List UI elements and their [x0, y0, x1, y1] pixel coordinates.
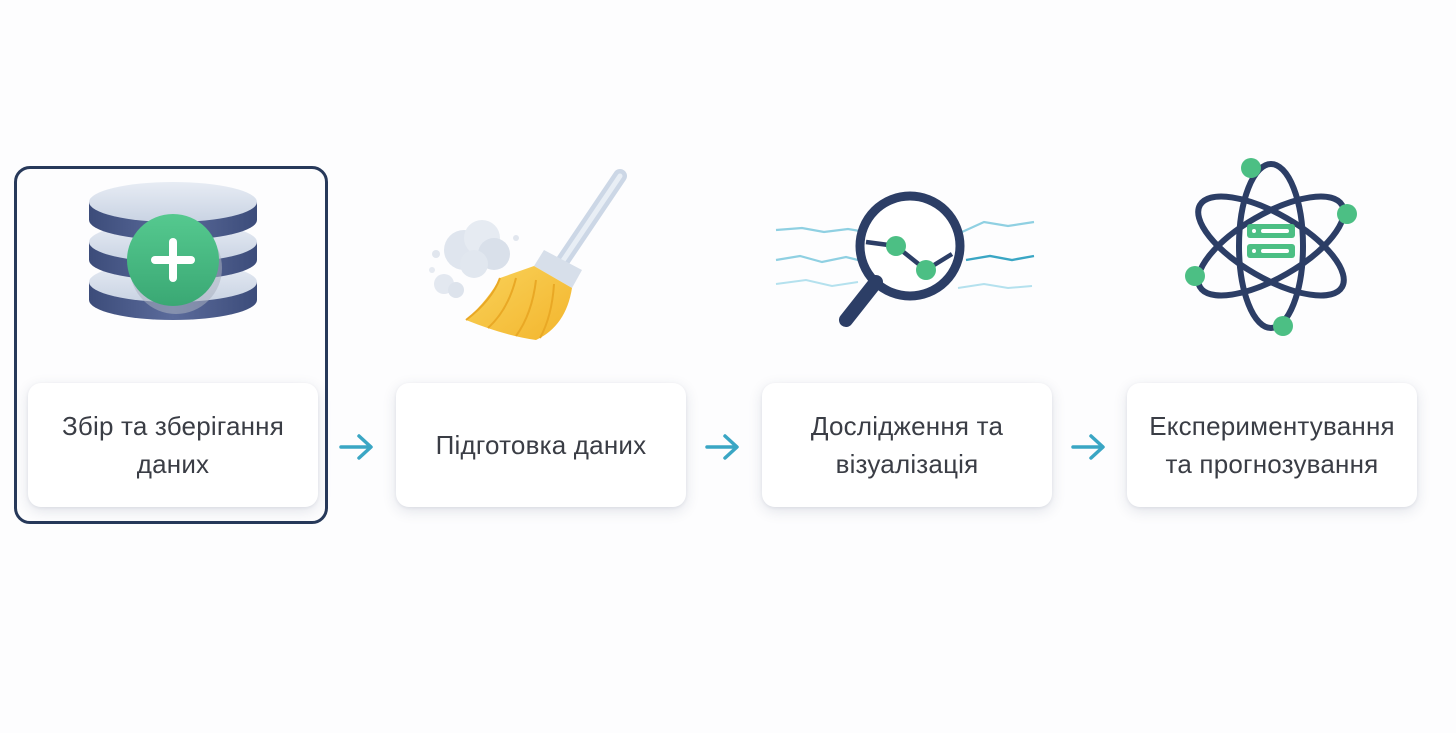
stage-card[interactable]: Експериментування та прогнозування [1127, 383, 1417, 507]
stage-label: Дослідження та візуалізація [810, 411, 1004, 479]
stage-exploration[interactable]: Дослідження та візуалізація [762, 0, 1052, 733]
arrow-right-icon [1069, 430, 1109, 464]
stage-card[interactable]: Збір та зберігання даних [28, 383, 318, 507]
arrow-right-icon [337, 430, 377, 464]
stage-label: Підготовка даних [435, 430, 647, 460]
magnifier-chart-icon [762, 150, 1052, 350]
selected-stage-frame [14, 166, 328, 524]
stage-data-collection[interactable]: Збір та зберігання даних [28, 0, 318, 733]
stage-card[interactable]: Дослідження та візуалізація [762, 383, 1052, 507]
database-plus-icon [28, 150, 318, 350]
broom-icon [396, 150, 686, 350]
atom-icon [1127, 150, 1417, 350]
stage-data-preparation[interactable]: Підготовка даних [396, 0, 686, 733]
stage-experimentation[interactable]: Експериментування та прогнозування [1127, 0, 1417, 733]
stage-label: Збір та зберігання даних [61, 411, 285, 479]
stage-label: Експериментування та прогнозування [1149, 411, 1395, 479]
arrow-right-icon [703, 430, 743, 464]
stage-card[interactable]: Підготовка даних [396, 383, 686, 507]
